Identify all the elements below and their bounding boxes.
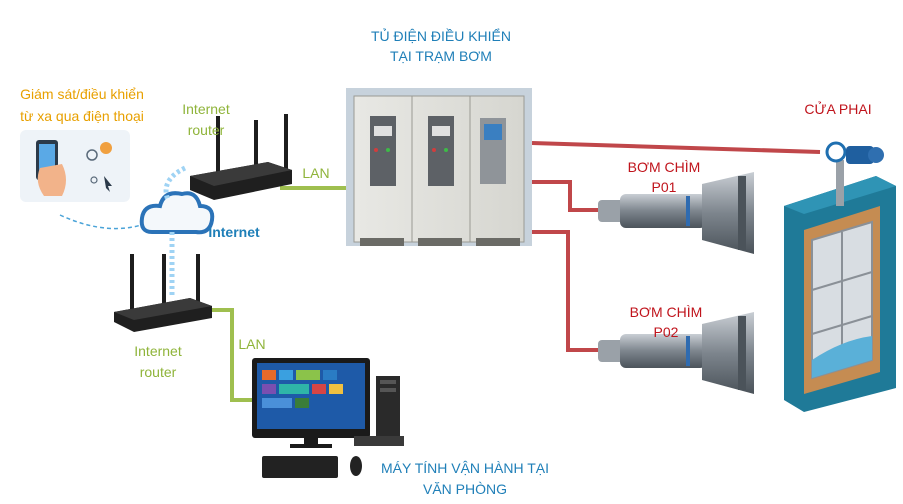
smartphone-icon [20,130,130,202]
router-top-icon [190,114,292,200]
internet-link-top [163,165,187,201]
pump-p02-icon [598,312,754,394]
router-top-label-line2: router [187,122,225,138]
lan-bottom-label: LAN [238,336,266,352]
phone-label-line1: Giám sát/điều khiển [20,86,144,102]
router-top-label-line1: Internet [182,101,230,117]
pump1-label-line2: P01 [651,179,677,195]
power-cables [531,141,821,352]
cabinet-title-line2: TẠI TRẠM BƠM [390,48,492,64]
internet-label: Internet [208,224,260,240]
pump2-label-line1: BƠM CHÌM [629,304,703,320]
cabinet-icon [346,88,532,246]
router-bottom-label-line1: Internet [134,343,182,359]
pump1-label-line1: BƠM CHÌM [627,159,701,175]
office-label-line1: MÁY TÍNH VẬN HÀNH TẠI [380,460,550,476]
cabinet-title-line1: TỦ ĐIỆN ĐIỀU KHIỂN [370,28,511,44]
office-label-line2: VĂN PHÒNG [422,481,507,497]
gate-label: CỬA PHAI [804,101,872,117]
gate-icon [784,141,896,412]
pump-p01-icon [598,172,754,254]
phone-label-line2: từ xa qua điện thoại [20,108,144,124]
lan-top-label: LAN [302,165,330,181]
lan-cables [210,186,346,402]
pump2-label-line2: P02 [653,324,679,340]
cloud-icon [139,191,215,235]
router-bottom-icon [114,254,212,332]
wireless-link-dashed [59,214,151,230]
computer-icon [252,358,404,478]
router-bottom-label-line2: router [139,364,177,380]
